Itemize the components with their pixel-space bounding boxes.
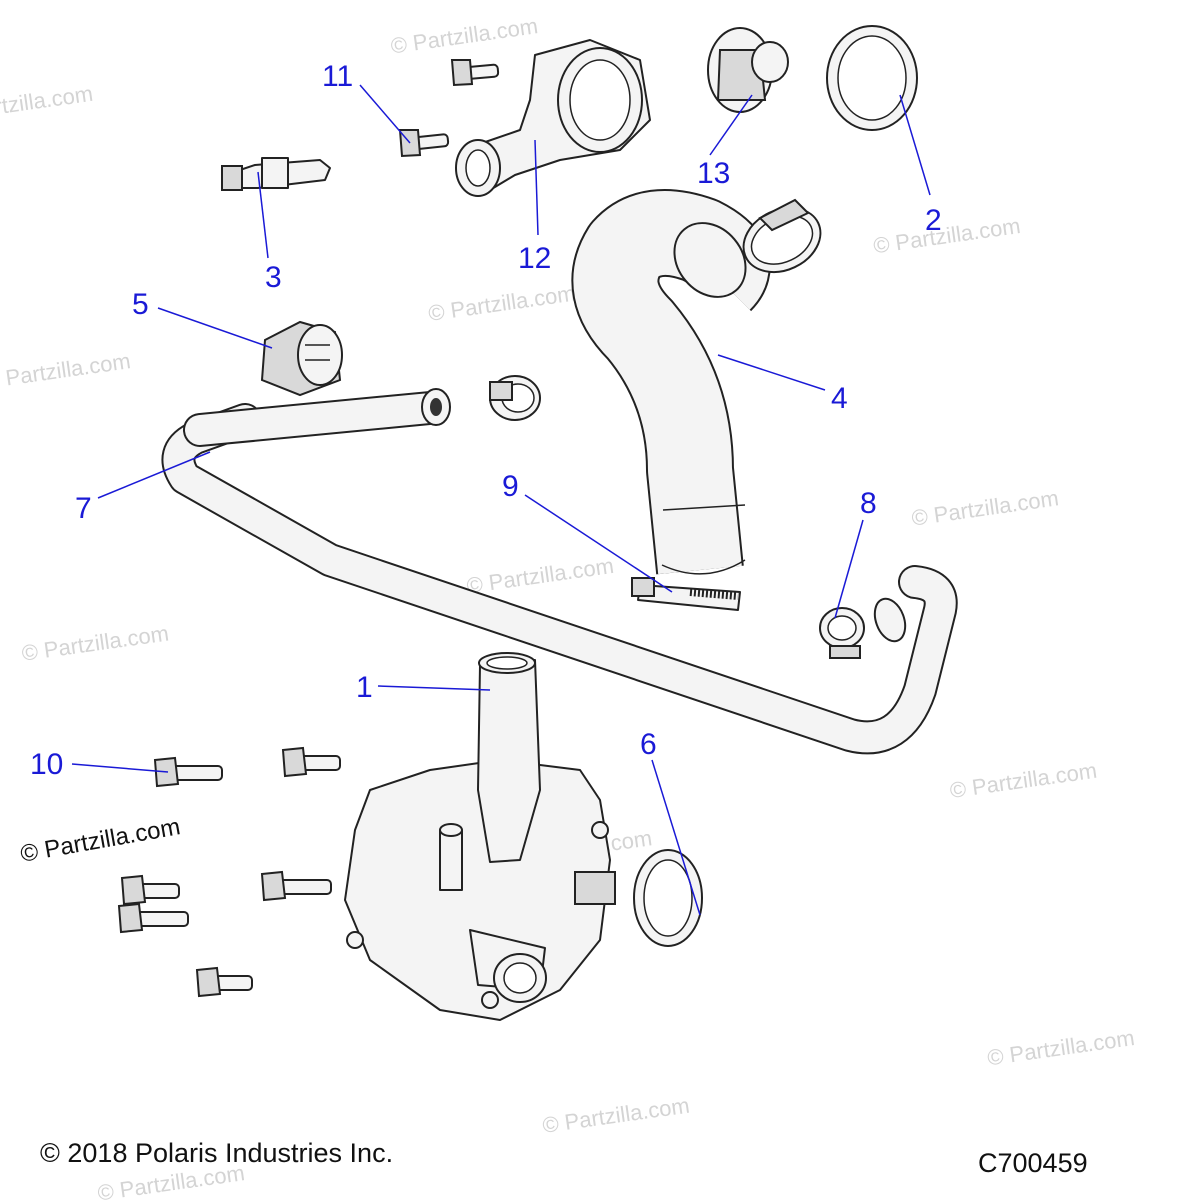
coolant-tube-part-7 [161,388,958,755]
upper-hose-part-4 [571,189,771,575]
callout-7: 7 [75,492,92,525]
watermark: © Partzilla.com [986,1025,1136,1070]
bolt [260,870,332,902]
watermark: © Partzilla.com [427,281,577,326]
bolt [281,746,341,778]
water-pump-part-1 [344,652,616,1021]
hose-clamp-part-9 [631,577,741,611]
callout-8: 8 [860,487,877,520]
callout-2: 2 [925,204,942,237]
callout-4: 4 [831,382,848,415]
copyright-text: © 2018 Polaris Industries Inc. [40,1138,393,1168]
bolt [153,756,223,788]
bolt-part-11 [398,129,450,158]
watermark: © Partzilla.com [541,1093,691,1138]
callout-11: 11 [322,60,353,93]
callout-3: 3 [265,261,282,294]
watermark: © Partzilla.com [465,553,615,598]
callout-10: 10 [30,748,63,781]
callout-9: 9 [502,470,519,503]
callout-6: 6 [640,728,657,761]
bolt [117,902,189,934]
watermark: © Partzilla.com [948,758,1098,803]
gasket-part-2 [826,25,918,131]
watermark: © Partzilla.com [20,620,170,665]
bolts-part-10 [117,746,341,998]
bolt-top [450,59,500,87]
watermark: © Partzilla.com [0,348,132,393]
bolt [120,874,180,906]
callout-1: 1 [356,671,373,704]
o-ring-part-6 [633,849,703,947]
clamp-part-8 [819,607,865,659]
connector-part-5 [260,320,343,397]
leader-lines [71,84,931,916]
figure-code: C700459 [978,1148,1088,1178]
thermostat-part-13 [707,27,789,113]
watermark-bold: © Partzilla.com [18,813,182,868]
watermark: © Partzilla.com [389,13,539,58]
watermark: © Partzilla.com [910,485,1060,530]
callouts: 1 2 3 4 5 6 7 8 9 10 11 12 13 [30,60,942,781]
watermark: © Partzilla.com [0,81,95,126]
watermark-layer: © Partzilla.com © Partzilla.com © Partzi… [0,13,1136,1200]
thermostat-housing-part-12 [455,39,651,197]
hose-clamp-upper [742,198,822,274]
bolt [195,966,253,998]
temp-sensor-part-3 [221,157,331,191]
callout-13: 13 [697,157,730,190]
watermark: © Partzilla.com [872,213,1022,258]
small-clamp [489,375,541,421]
callout-12: 12 [518,242,551,275]
callout-5: 5 [132,288,149,321]
